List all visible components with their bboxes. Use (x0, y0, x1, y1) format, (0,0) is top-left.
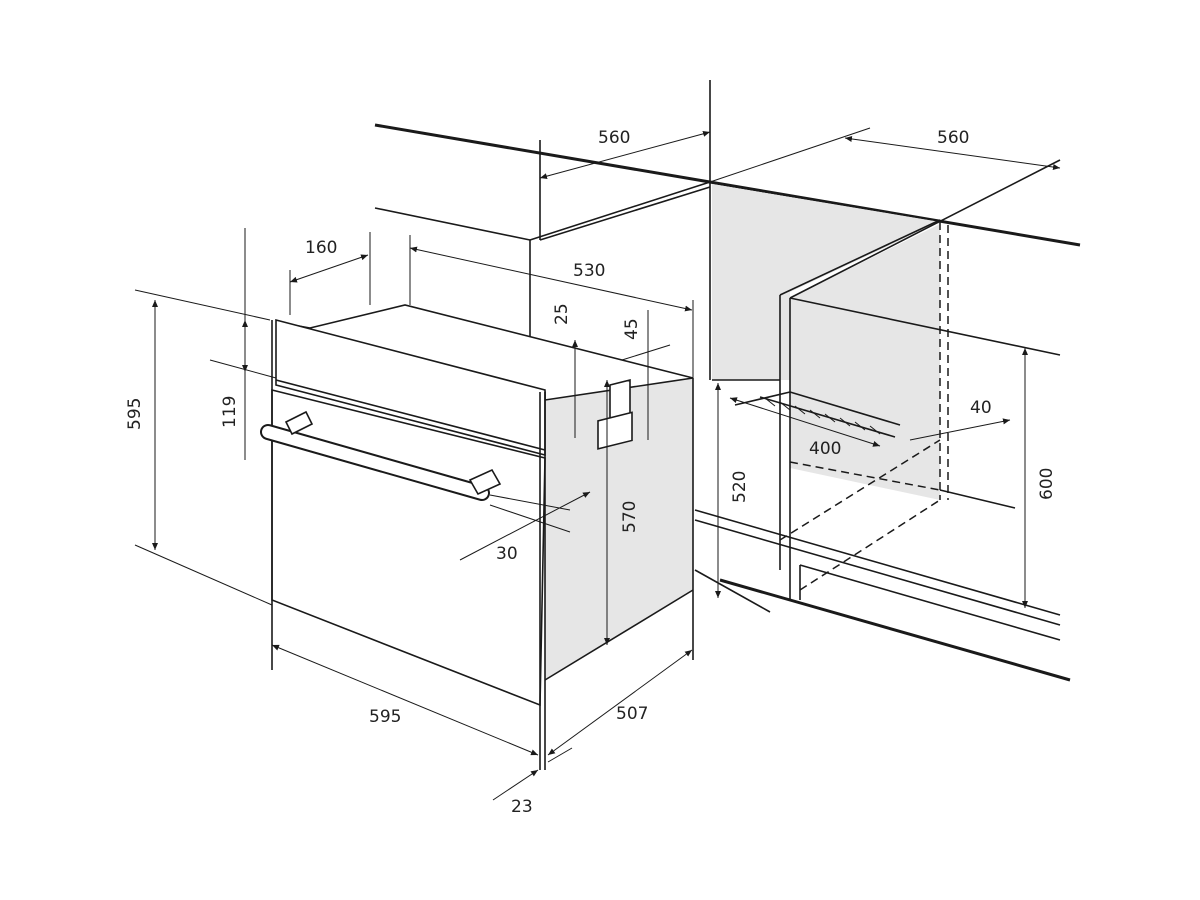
oven (260, 304, 694, 770)
dim-niche-600: 600 (1037, 468, 1057, 500)
oven-handle (260, 410, 502, 501)
dim-cabinet-width-left: 560 (598, 128, 630, 148)
dimension-lines (134, 127, 1061, 801)
dim-body-depth: 507 (616, 704, 648, 724)
dim-gap-45: 45 (622, 318, 642, 340)
dim-oven-height: 595 (125, 398, 145, 430)
dim-handle-depth: 30 (496, 544, 518, 564)
dim-vent-width: 400 (809, 439, 841, 459)
dim-top-clearance: 160 (305, 238, 337, 258)
dim-niche-520: 520 (730, 471, 750, 503)
dim-gap-25: 25 (552, 303, 572, 325)
dim-vent-depth: 40 (970, 398, 992, 418)
dim-oven-width: 595 (369, 707, 401, 727)
dim-front-thickness: 23 (511, 797, 533, 817)
dim-depth-top: 530 (573, 261, 605, 281)
dim-panel-height: 119 (220, 396, 240, 428)
dim-body-height: 570 (620, 501, 640, 533)
cabinet (374, 80, 1081, 682)
dim-cabinet-width-right: 560 (937, 128, 969, 148)
